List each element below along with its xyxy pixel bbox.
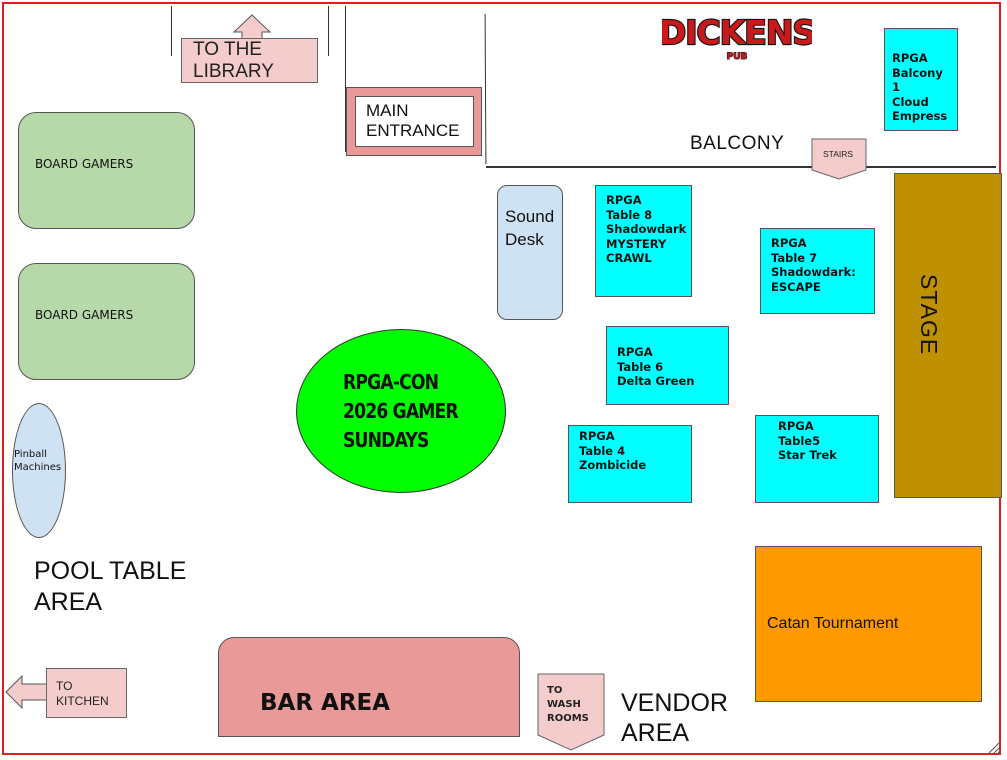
library-sign-label: TO THE LIBRARY	[193, 39, 274, 82]
svg-text:DICKENS: DICKENS	[662, 13, 812, 52]
kitchen-sign	[46, 668, 127, 718]
rpga-balcony-1-table: RPGA Balcony 1 Cloud Empress	[884, 28, 958, 131]
washrooms-sign-icon	[537, 673, 605, 751]
pool-table-area-label: POOL TABLE AREA	[34, 557, 187, 616]
rpga-table-8: RPGA Table 8 Shadowdark MYSTERY CRAWL	[595, 185, 692, 297]
board-gamers-area-2: BOARD GAMERS	[18, 263, 195, 380]
library-wall-left	[171, 6, 172, 56]
entrance-wall	[345, 6, 346, 152]
balcony-floor-edge	[486, 166, 996, 168]
rpga-table-6: RPGA Table 6 Delta Green	[606, 326, 729, 405]
main-entrance-inner	[355, 96, 474, 147]
sound-desk	[497, 185, 563, 320]
library-wall-right	[328, 6, 329, 56]
catan-tournament-area	[755, 546, 982, 702]
rpga-con-title: RPGA-CON 2026 GAMER SUNDAYS	[343, 370, 459, 452]
rpga-table-7: RPGA Table 7 Shadowdark: ESCAPE	[760, 228, 875, 314]
stage-area	[894, 173, 1002, 498]
bar-area-label: BAR AREA	[260, 690, 391, 716]
svg-text:PUB: PUB	[727, 52, 748, 62]
kitchen-arrow-icon	[5, 675, 49, 709]
rpga-con-ellipse	[296, 329, 506, 493]
catan-tournament-label: Catan Tournament	[767, 615, 899, 632]
library-arrow-icon	[232, 14, 272, 40]
resize-grip-icon[interactable]	[987, 740, 1001, 754]
sound-desk-label: Sound Desk	[505, 207, 555, 249]
rpga-table-4: RPGA Table 4 Zombicide	[568, 425, 692, 503]
stage-label: STAGE	[916, 274, 942, 356]
main-entrance-label: MAIN ENTRANCE	[366, 101, 460, 140]
washrooms-label: TO WASH ROOMS	[547, 685, 589, 724]
pinball-machines	[12, 403, 66, 538]
dickens-pub-logo: DICKENS PUB	[662, 12, 812, 62]
stairs-sign-icon	[811, 138, 867, 180]
rpga-table-5: RPGA Table5 Star Trek	[755, 415, 879, 503]
library-sign	[181, 38, 318, 83]
kitchen-sign-label: TO KITCHEN	[56, 679, 109, 708]
board-gamers-area-1: BOARD GAMERS	[18, 112, 195, 229]
vendor-area-label: VENDOR AREA	[621, 689, 728, 747]
stairs-label: STAIRS	[823, 149, 854, 159]
balcony-label: BALCONY	[690, 133, 785, 154]
pinball-label: Pinball Machines	[14, 449, 62, 473]
bar-area	[218, 637, 520, 737]
